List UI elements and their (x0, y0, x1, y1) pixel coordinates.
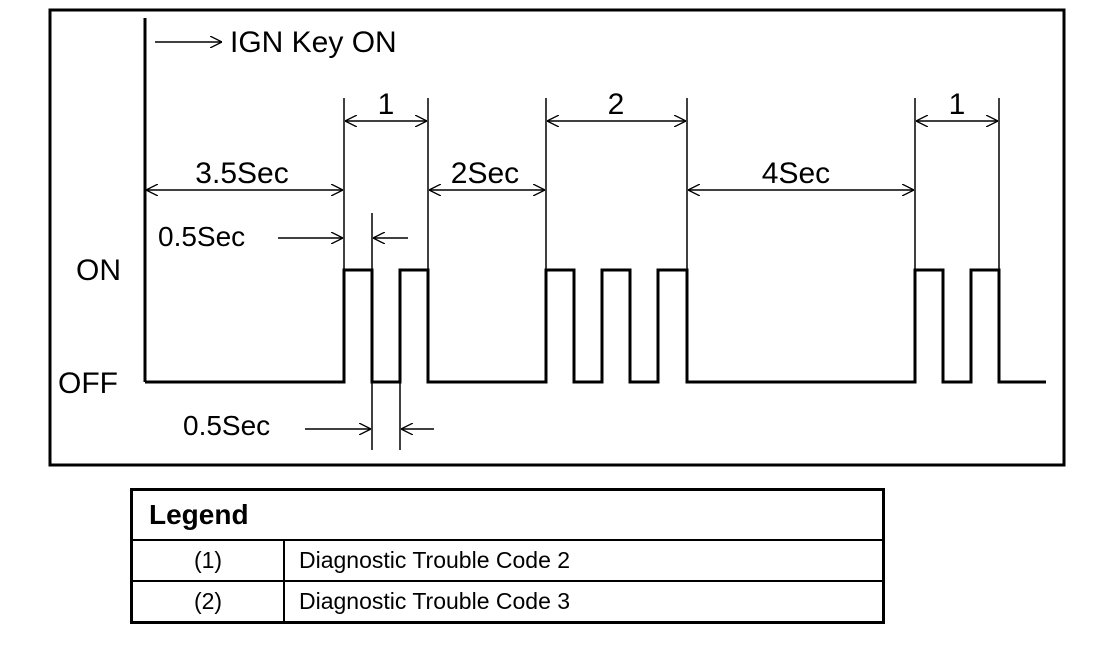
legend-title: Legend (130, 488, 885, 541)
legend-table: Legend (1) Diagnostic Trouble Code 2 (2)… (130, 488, 885, 624)
legend-header-row: Legend (130, 488, 885, 541)
signal-waveform (145, 268, 1046, 384)
group3-label: 1 (949, 88, 966, 121)
legend-key: (1) (130, 539, 285, 582)
legend-row: (2) Diagnostic Trouble Code 3 (130, 580, 885, 624)
pulse-off-label: 0.5Sec (183, 410, 270, 441)
interval-initial-label: 3.5Sec (195, 157, 288, 190)
ign-label: IGN Key ON (230, 26, 397, 59)
group1-label: 1 (378, 88, 395, 121)
legend-description: Diagnostic Trouble Code 3 (283, 580, 885, 624)
legend-key: (2) (130, 580, 285, 624)
interval-digits-label: 2Sec (451, 157, 519, 190)
diagram-frame (48, 8, 1066, 467)
timing-diagram: IGN Key ON ON OFF 1 2 1 3.5Sec 2Sec 4Sec… (48, 8, 1066, 467)
group2-label: 2 (608, 88, 625, 121)
level-on-label: ON (76, 254, 121, 287)
legend-description: Diagnostic Trouble Code 2 (283, 539, 885, 582)
level-off-label: OFF (58, 367, 118, 400)
interval-codes-label: 4Sec (762, 157, 830, 190)
legend-row: (1) Diagnostic Trouble Code 2 (130, 539, 885, 582)
pulse-on-label: 0.5Sec (158, 221, 245, 252)
